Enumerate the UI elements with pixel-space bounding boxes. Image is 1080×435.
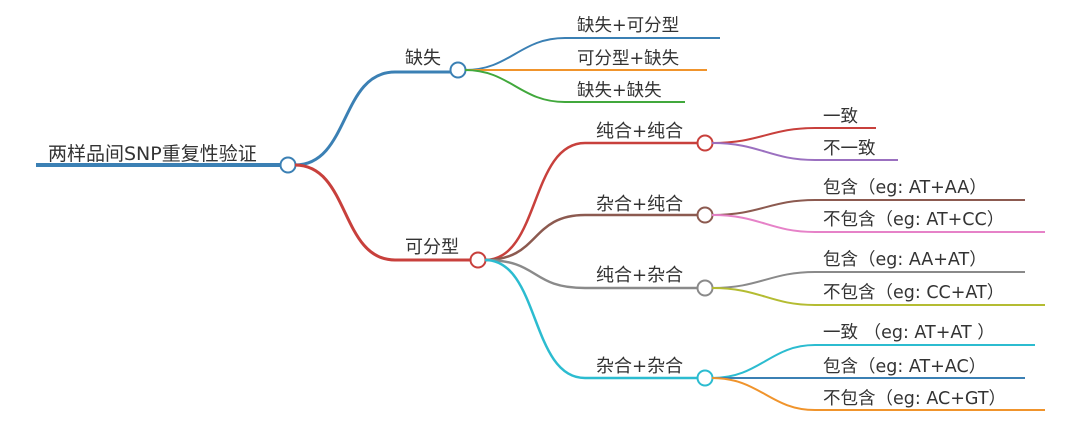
leaf-contains-at-ac[interactable]: 包含（eg: AT+AC） bbox=[712, 357, 1025, 379]
branch-missing[interactable]: 缺失 bbox=[294, 48, 467, 167]
leaf-typable-missing[interactable]: 可分型+缺失 bbox=[465, 49, 707, 71]
connector-leaf-contains-at-aa bbox=[711, 199, 1025, 216]
leaf-inconsistent-label: 不一致 bbox=[823, 139, 876, 159]
leaf-consistent[interactable]: 一致 bbox=[711, 107, 876, 144]
group-het-hom-collapse-handle[interactable] bbox=[696, 206, 714, 224]
branch-typable[interactable]: 可分型 bbox=[294, 163, 487, 269]
group-het-hom[interactable]: 杂合+纯合 bbox=[484, 194, 714, 262]
connector-leaf-consistent-at-at bbox=[711, 344, 1035, 379]
group-het-het-collapse-handle[interactable] bbox=[696, 369, 714, 387]
leaf-typable-missing-label: 可分型+缺失 bbox=[577, 49, 679, 69]
group-hom-het-label: 纯合+杂合 bbox=[596, 265, 683, 286]
leaf-contains-aa-at-label: 包含（eg: AA+AT） bbox=[823, 250, 987, 270]
group-het-het-label: 杂合+杂合 bbox=[596, 356, 683, 377]
group-hom-het[interactable]: 纯合+杂合 bbox=[484, 258, 714, 297]
leaf-not-contains-ac-gt-label: 不包含（eg: AC+GT） bbox=[823, 389, 1006, 409]
root-collapse-handle[interactable] bbox=[279, 156, 297, 174]
root-label: 两样品间SNP重复性验证 bbox=[48, 143, 257, 165]
connector-leaf-not-contains-at-cc bbox=[711, 214, 1045, 233]
leaf-contains-at-ac-label: 包含（eg: AT+AC） bbox=[823, 357, 986, 377]
leaf-not-contains-at-cc-label: 不包含（eg: AT+CC） bbox=[823, 210, 1004, 230]
branch-missing-label: 缺失 bbox=[405, 48, 441, 69]
connector-root-missing bbox=[294, 70, 458, 167]
connector-leaf-1 bbox=[464, 37, 720, 71]
leaf-not-contains-ac-gt[interactable]: 不包含（eg: AC+GT） bbox=[711, 377, 1045, 411]
branch-typable-collapse-handle[interactable] bbox=[469, 251, 487, 269]
connector-leaf-contains-aa-at bbox=[711, 271, 1025, 289]
group-hom-het-collapse-handle[interactable] bbox=[696, 279, 714, 297]
leaf-contains-aa-at[interactable]: 包含（eg: AA+AT） bbox=[711, 250, 1025, 289]
group-hom-hom-collapse-handle[interactable] bbox=[696, 134, 714, 152]
leaf-not-contains-cc-at[interactable]: 不包含（eg: CC+AT） bbox=[711, 283, 1045, 306]
connector-group-het-hom bbox=[484, 213, 705, 262]
leaf-consistent-at-at[interactable]: 一致 （eg: AT+AT ） bbox=[711, 323, 1035, 379]
leaf-missing-missing[interactable]: 缺失+缺失 bbox=[464, 69, 685, 103]
connector-leaf-not-contains-ac-gt bbox=[711, 377, 1045, 411]
leaf-missing-typable[interactable]: 缺失+可分型 bbox=[464, 16, 720, 71]
connector-leaf-consistent bbox=[711, 127, 876, 144]
group-het-hom-label: 杂合+纯合 bbox=[596, 194, 683, 215]
group-hom-hom-label: 纯合+纯合 bbox=[596, 121, 683, 142]
connector-group-hom-hom bbox=[484, 141, 705, 262]
connector-leaf-inconsistent bbox=[711, 142, 898, 161]
root-node[interactable]: 两样品间SNP重复性验证 bbox=[36, 143, 297, 174]
group-het-het[interactable]: 杂合+杂合 bbox=[484, 258, 714, 387]
leaf-contains-at-aa[interactable]: 包含（eg: AT+AA） bbox=[711, 178, 1025, 216]
connector-group-het-het bbox=[484, 258, 705, 380]
leaf-not-contains-cc-at-label: 不包含（eg: CC+AT） bbox=[823, 283, 1004, 303]
leaf-contains-at-aa-label: 包含（eg: AT+AA） bbox=[823, 178, 987, 198]
connector-leaf-3 bbox=[464, 69, 685, 103]
connector-root-typable bbox=[294, 163, 478, 262]
branch-missing-collapse-handle[interactable] bbox=[449, 61, 467, 79]
leaf-not-contains-at-cc[interactable]: 不包含（eg: AT+CC） bbox=[711, 210, 1045, 233]
leaf-inconsistent[interactable]: 不一致 bbox=[711, 139, 898, 161]
branch-typable-label: 可分型 bbox=[405, 237, 459, 258]
leaf-missing-typable-label: 缺失+可分型 bbox=[577, 16, 679, 36]
leaf-consistent-label: 一致 bbox=[823, 107, 858, 127]
connector-leaf-not-contains-cc-at bbox=[711, 287, 1045, 306]
leaf-missing-missing-label: 缺失+缺失 bbox=[577, 81, 662, 101]
group-hom-hom[interactable]: 纯合+纯合 bbox=[484, 121, 714, 262]
leaf-consistent-at-at-label: 一致 （eg: AT+AT ） bbox=[823, 323, 995, 343]
connector-group-hom-het bbox=[484, 258, 705, 290]
